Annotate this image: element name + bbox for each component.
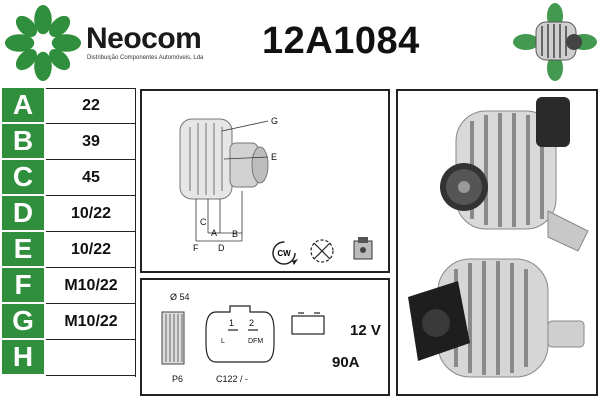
brand-subtitle: Distribuição Componentes Automóveis, Lda — [87, 55, 204, 61]
spec-value: M10/22 — [46, 304, 136, 340]
spec-row-f: F M10/22 — [2, 268, 136, 304]
spec-value: 10/22 — [46, 232, 136, 268]
spec-row-h: H — [2, 340, 136, 376]
label-f: F — [193, 243, 199, 253]
label-a: A — [211, 228, 217, 238]
spec-letter: D — [2, 196, 44, 230]
part-number: 12A1084 — [262, 20, 420, 62]
plug-code: C122 / - — [216, 374, 249, 384]
label-g: G — [271, 116, 278, 126]
connector-diagram — [161, 305, 325, 365]
spec-letter: C — [2, 160, 44, 194]
rotation-label: CW — [277, 249, 291, 258]
pulley-diameter: Ø 54 — [170, 292, 190, 302]
pin-1: 1 — [229, 318, 235, 328]
neocom-logo-icon — [4, 4, 82, 82]
spec-letter: F — [2, 268, 44, 302]
label-e: E — [271, 152, 277, 162]
connector-panel: Ø 54 P6 1 2 L DFM C122 / - 12 V 90A — [140, 278, 390, 396]
spec-value: M10/22 — [46, 268, 136, 304]
spec-value — [46, 340, 136, 376]
amperage-value: 90A — [332, 354, 360, 371]
alternator-photo-icon — [408, 97, 589, 378]
spec-value: 45 — [46, 160, 136, 196]
spec-row-d: D 10/22 — [2, 196, 136, 232]
spec-table: A 22 B 39 C 45 D 10/22 E 10/22 F M10/22 … — [2, 88, 136, 376]
spec-letter: G — [2, 304, 44, 338]
spec-value: 22 — [46, 88, 136, 124]
spec-row-b: B 39 — [2, 124, 136, 160]
spec-value: 39 — [46, 124, 136, 160]
brand-name: Neocom — [86, 22, 202, 55]
dimension-diagram: G E C A B F D CW — [179, 116, 373, 265]
voltage-value: 12 V — [350, 322, 381, 339]
spec-letter: H — [2, 340, 44, 374]
pulley-icon — [161, 311, 185, 365]
spec-letter: B — [2, 124, 44, 158]
battery-icon — [291, 312, 325, 335]
plug-connector-icon — [205, 305, 275, 363]
label-d: D — [218, 243, 225, 253]
spec-row-c: C 45 — [2, 160, 136, 196]
pin-l: L — [221, 338, 225, 345]
spec-row-a: A 22 — [2, 88, 136, 124]
pulley-type: P6 — [172, 374, 184, 384]
pin-2: 2 — [249, 318, 255, 328]
spec-letter: A — [2, 88, 44, 122]
spec-row-g: G M10/22 — [2, 304, 136, 340]
spec-value: 10/22 — [46, 196, 136, 232]
pin-dfm: DFM — [248, 338, 264, 345]
spec-table-border — [135, 88, 136, 377]
rotation-cw-icon: CW — [272, 241, 298, 265]
spec-row-e: E 10/22 — [2, 232, 136, 268]
label-c: C — [200, 217, 207, 227]
label-b: B — [232, 229, 238, 239]
fan-mount-icon — [310, 239, 334, 263]
regulator-icon — [353, 237, 373, 260]
dimension-diagram-panel: G E C A B F D CW — [140, 89, 390, 273]
spec-letter: E — [2, 232, 44, 266]
alternator-thumbnail-icon — [513, 3, 597, 81]
product-photo-panel — [396, 89, 598, 396]
